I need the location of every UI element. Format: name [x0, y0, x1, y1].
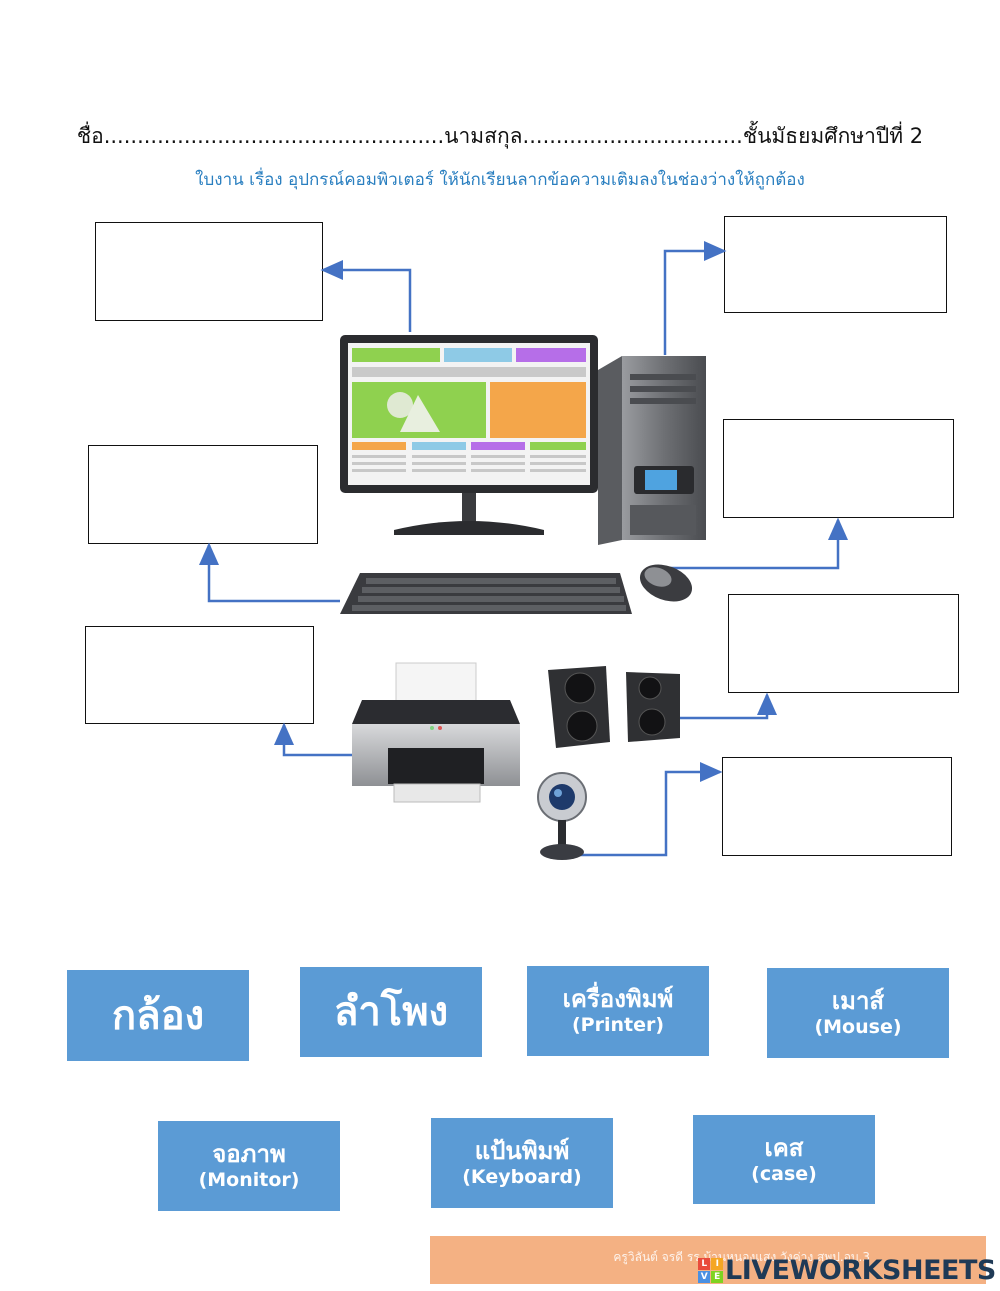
arrow-case: [663, 241, 727, 355]
case-image: [598, 356, 706, 545]
tile-label-en: (case): [751, 1162, 817, 1185]
connector-arrows: [199, 241, 848, 857]
drop-box-speaker[interactable]: [728, 594, 959, 693]
keyboard-image: [340, 573, 632, 614]
arrow-keyboard: [199, 542, 340, 603]
tile-label-en: (Mouse): [814, 1016, 902, 1039]
computer-devices-illustration: [199, 241, 848, 860]
drop-box-keyboard[interactable]: [88, 445, 318, 544]
answer-tile-mouse[interactable]: เมาส์ (Mouse): [767, 968, 949, 1058]
arrow-speaker: [680, 692, 777, 720]
speakers-image: [548, 666, 680, 748]
tile-label-th: เมาส์: [831, 987, 885, 1016]
tile-label-en: (Printer): [571, 1014, 665, 1037]
arrow-camera: [575, 762, 723, 857]
drop-box-mouse[interactable]: [723, 419, 954, 518]
drop-box-camera[interactable]: [722, 757, 952, 856]
student-info-line: ชื่อ....................................…: [76, 124, 924, 148]
worksheet-instruction: ใบงาน เรื่อง อุปกรณ์คอมพิวเตอร์ ให้นักเร…: [195, 170, 805, 190]
tile-label-th: เครื่องพิมพ์: [562, 985, 674, 1014]
tile-label-en: (Keyboard): [462, 1166, 582, 1189]
tile-label-th: แป้นพิมพ์: [474, 1137, 570, 1166]
arrow-mouse: [668, 517, 848, 570]
liveworksheets-logo[interactable]: L I V E LIVEWORKSHEETS: [698, 1255, 996, 1286]
printer-image: [352, 662, 520, 803]
tile-label-th: จอภาพ: [212, 1140, 286, 1169]
liveworksheets-logo-text: LIVEWORKSHEETS: [725, 1255, 996, 1286]
answer-tile-keyboard[interactable]: แป้นพิมพ์ (Keyboard): [431, 1118, 613, 1208]
drop-box-monitor[interactable]: [95, 222, 323, 321]
answer-tile-monitor[interactable]: จอภาพ (Monitor): [158, 1121, 340, 1211]
arrow-monitor: [320, 260, 412, 332]
arrow-printer: [274, 722, 352, 757]
tile-label-th: ลำโพง: [333, 989, 449, 1035]
answer-tile-printer[interactable]: เครื่องพิมพ์ (Printer): [527, 966, 709, 1056]
answer-tile-case[interactable]: เคส (case): [693, 1115, 875, 1204]
liveworksheets-logo-icon: L I V E: [698, 1258, 723, 1283]
monitor-image: [340, 335, 598, 535]
tile-label-th: กล้อง: [111, 992, 205, 1039]
drop-box-case[interactable]: [724, 216, 947, 313]
tile-label-th: เคส: [764, 1133, 804, 1162]
drop-box-printer[interactable]: [85, 626, 314, 724]
answer-tile-speaker[interactable]: ลำโพง: [300, 967, 482, 1057]
webcam-image: [537, 772, 587, 860]
mouse-image: [639, 564, 693, 602]
answer-tile-camera[interactable]: กล้อง: [67, 970, 249, 1061]
teacher-credit: ครูวิลันต์ จรดี รร.บ้านหนองแสง วังค่าง ส…: [613, 1250, 870, 1264]
tile-label-en: (Monitor): [198, 1169, 300, 1192]
